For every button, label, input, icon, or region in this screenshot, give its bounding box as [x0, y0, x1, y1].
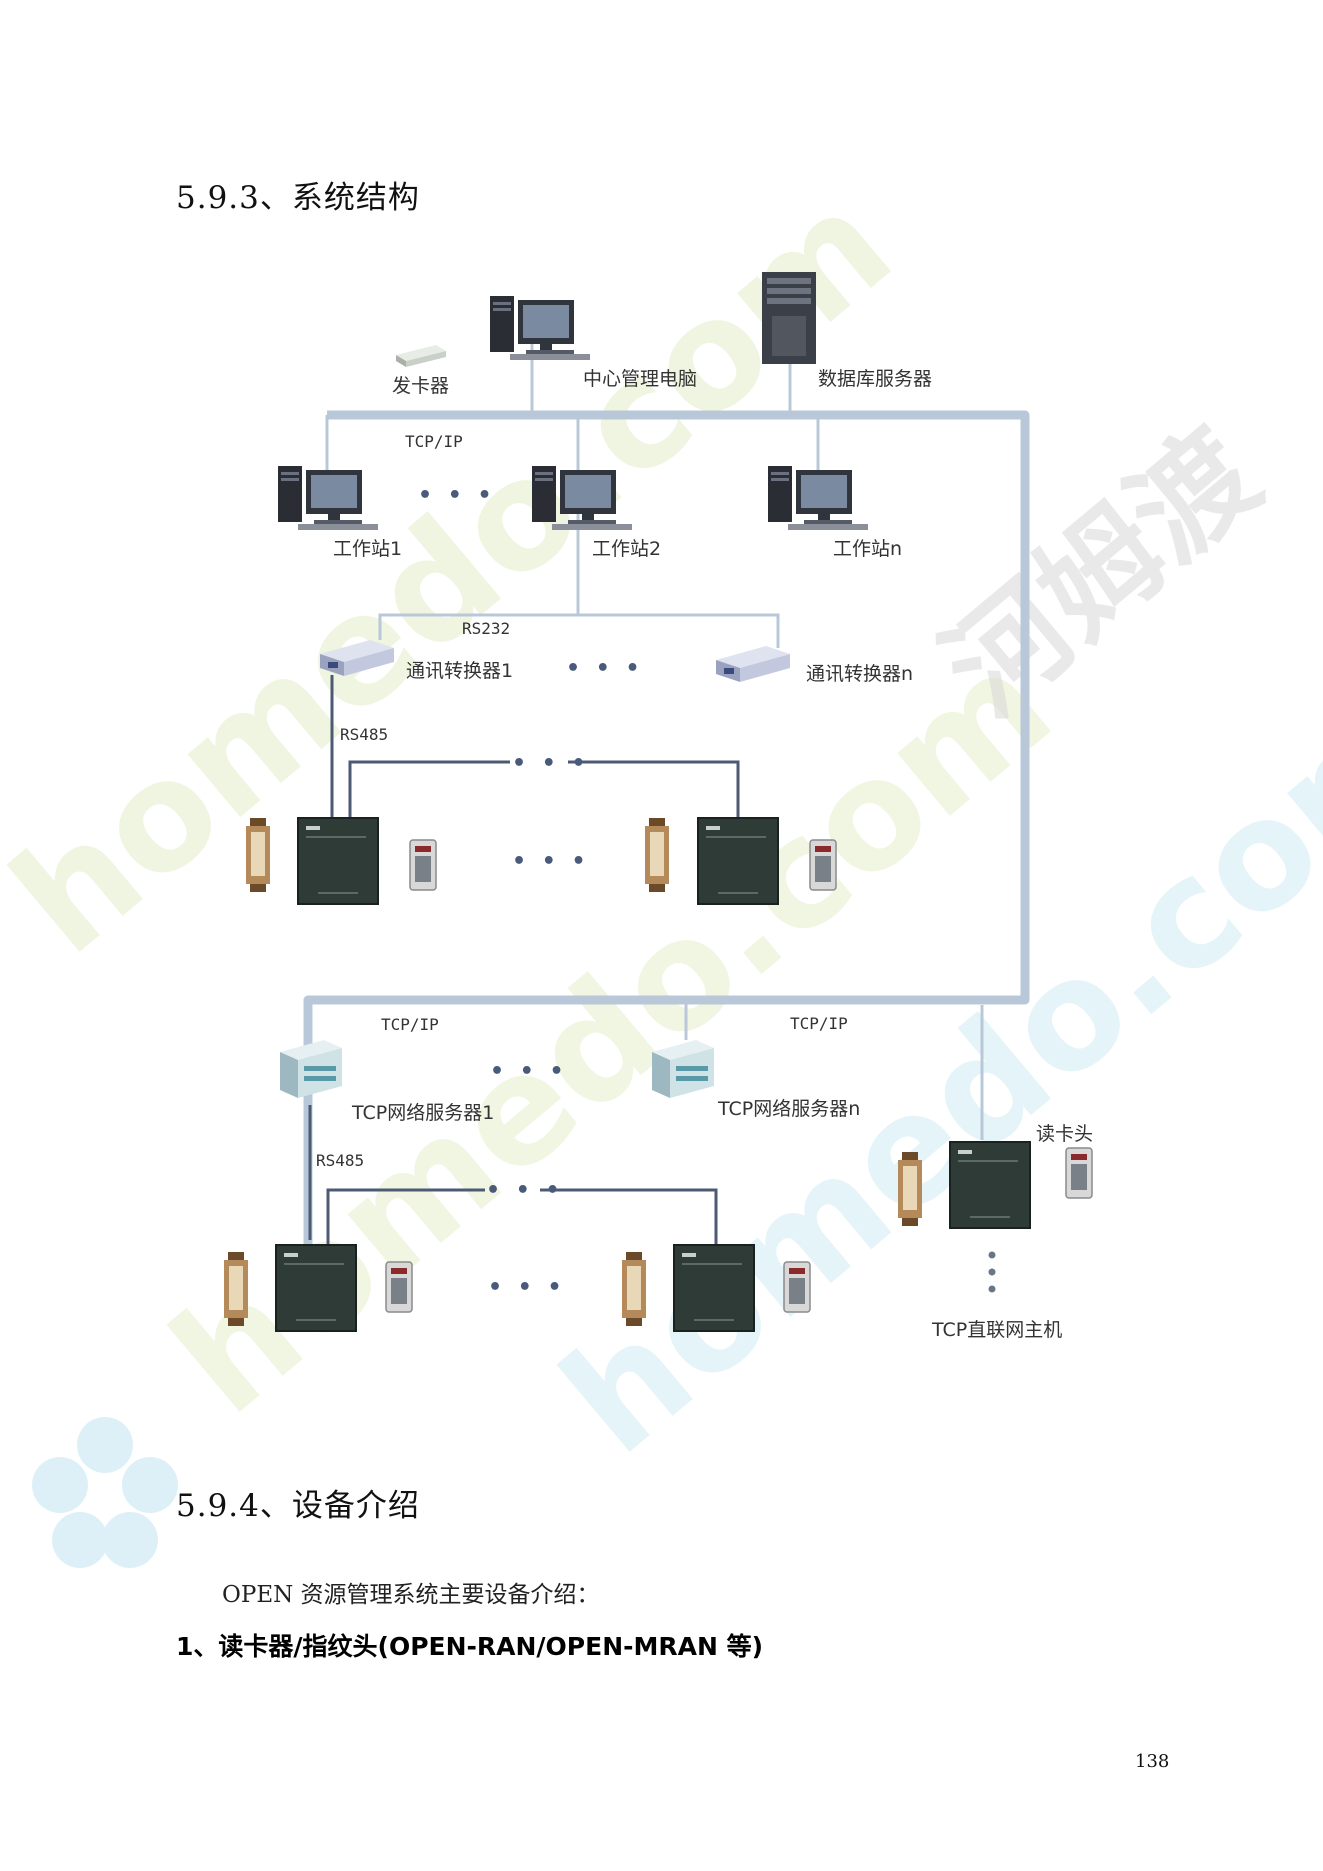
controller-icon — [673, 1244, 755, 1332]
workstation-n-icon — [768, 466, 868, 530]
rs232-line — [378, 613, 780, 648]
section-heading-system-structure: 5.9.3、系统结构 — [176, 180, 420, 216]
label-net-server-n: TCP网络服务器n — [717, 1098, 860, 1120]
direct-host-controller-icon — [949, 1141, 1031, 1229]
db-server-icon — [762, 272, 816, 364]
watermark-hemudu: 河姆渡 — [919, 404, 1284, 742]
section-heading-device-intro: 5.9.4、设备介绍 — [176, 1488, 420, 1524]
electric-lock-icon — [224, 1252, 248, 1326]
ellipsis-converters: • • • — [566, 656, 644, 681]
workstation-1-icon — [278, 466, 378, 530]
electric-lock-icon — [645, 818, 669, 892]
electric-lock-icon — [898, 1152, 922, 1226]
label-tcpip-right: TCP/IP — [790, 1014, 848, 1033]
ellipsis-net-servers: • • • — [490, 1059, 568, 1084]
ellipsis-workstations: • • • — [418, 483, 496, 508]
label-direct-host: TCP直联网主机 — [931, 1319, 1062, 1341]
card-issuer-icon — [396, 345, 446, 367]
item-1-heading: 1、读卡器/指纹头(OPEN-RAN/OPEN-MRAN 等) — [176, 1632, 764, 1661]
label-converter-n: 通讯转换器n — [806, 663, 913, 685]
label-db-server: 数据库服务器 — [818, 368, 932, 390]
watermark-flower-icon — [32, 1417, 178, 1568]
intro-paragraph: OPEN 资源管理系统主要设备介绍： — [222, 1582, 600, 1608]
card-reader-icon — [809, 839, 837, 891]
label-card-reader-head: 读卡头 — [1036, 1123, 1093, 1145]
net-server-1-icon — [280, 1040, 342, 1098]
label-center-pc: 中心管理电脑 — [583, 368, 697, 390]
card-reader-icon — [1065, 1147, 1093, 1199]
label-tcpip-top: TCP/IP — [405, 432, 463, 451]
label-rs232: RS232 — [462, 619, 510, 638]
card-reader-icon — [783, 1261, 811, 1313]
label-workstation-n: 工作站n — [833, 538, 902, 560]
controller-icon — [275, 1244, 357, 1332]
controller-icon — [697, 817, 779, 905]
converter-n-icon — [716, 646, 790, 682]
card-reader-icon — [385, 1261, 413, 1313]
rs485-upper-chain — [348, 760, 740, 825]
ellipsis-units-lower: • • • — [488, 1275, 566, 1300]
card-reader-icon — [409, 839, 437, 891]
page-number: 138 — [1135, 1751, 1170, 1772]
label-card-issuer: 发卡器 — [392, 375, 449, 397]
electric-lock-icon — [246, 818, 270, 892]
label-workstation-1: 工作站1 — [333, 538, 402, 560]
label-converter-1: 通讯转换器1 — [406, 660, 513, 682]
label-tcpip-left: TCP/IP — [381, 1015, 439, 1034]
ellipsis-units-upper: • • • — [512, 849, 590, 874]
rs485-lower-chain — [326, 1188, 718, 1245]
label-rs485-upper: RS485 — [340, 725, 388, 744]
electric-lock-icon — [622, 1252, 646, 1326]
label-workstation-2: 工作站2 — [592, 538, 661, 560]
ellipsis-rs485-lower: • • • — [486, 1178, 564, 1203]
controller-icon — [297, 817, 379, 905]
ellipsis-rs485-upper: • • • — [512, 751, 590, 776]
center-pc-icon — [490, 296, 590, 360]
label-rs485-lower: RS485 — [316, 1151, 364, 1170]
label-net-server-1: TCP网络服务器1 — [351, 1102, 494, 1124]
vertical-dots — [988, 1251, 996, 1293]
